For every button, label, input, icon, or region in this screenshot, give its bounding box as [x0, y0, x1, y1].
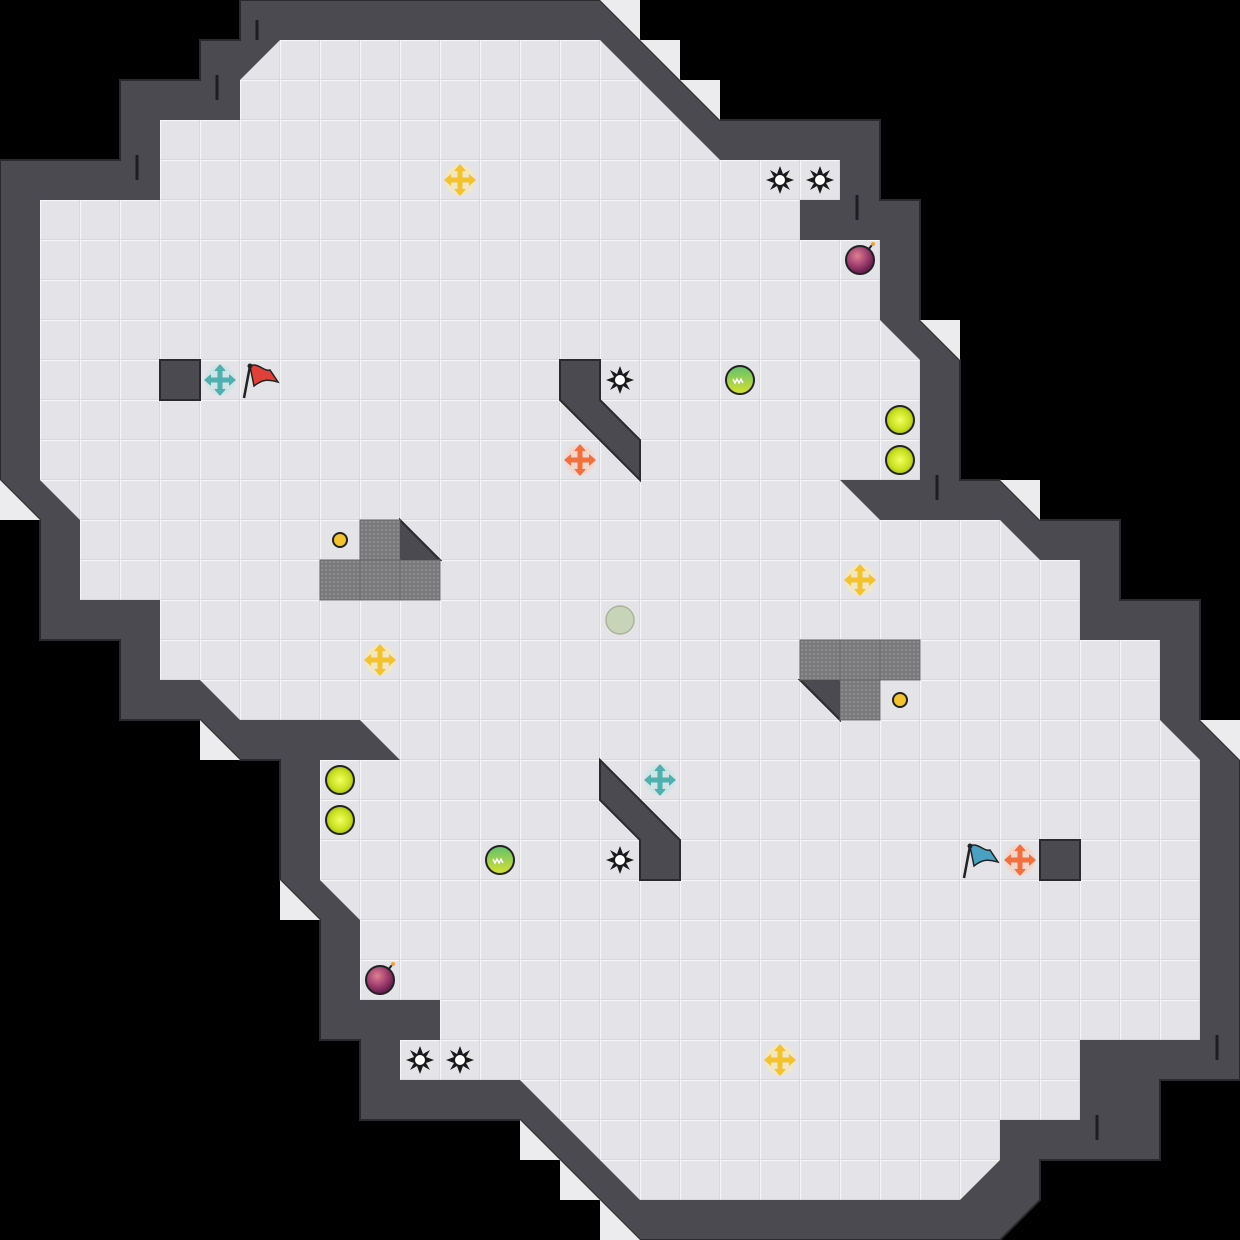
spike-icon [606, 366, 634, 394]
gate-tile [799, 639, 841, 681]
gate-tile [839, 679, 881, 721]
spike-icon [766, 166, 794, 194]
spike-icon [606, 846, 634, 874]
red-boost-icon [564, 444, 596, 476]
center-marker [605, 605, 635, 635]
bomb-icon [845, 242, 875, 275]
powerup-icon [885, 405, 915, 435]
spike-icon [446, 1046, 474, 1074]
powerup-icon [325, 805, 355, 835]
gate-tile [319, 559, 361, 601]
wall-seams [135, 20, 1219, 1140]
neutral-boost-icon [844, 564, 876, 596]
spike-icon [806, 166, 834, 194]
gate-tile [359, 519, 401, 561]
neutral-boost-icon [444, 164, 476, 196]
neutral-boost-icon [764, 1044, 796, 1076]
blue-flag-icon [962, 843, 1000, 879]
bomb-icon [365, 962, 395, 995]
gate-tile [839, 639, 881, 681]
gate-tile [399, 559, 441, 601]
neutral-boost-icon [364, 644, 396, 676]
spike-icon [406, 1046, 434, 1074]
powerup-icon [325, 765, 355, 795]
interior-walls [159, 359, 1081, 881]
gate-tile [359, 559, 401, 601]
portal-icon [485, 845, 515, 875]
gate-button [892, 692, 908, 708]
gate-button [332, 532, 348, 548]
blue-boost-icon [204, 364, 236, 396]
red-boost-icon [1004, 844, 1036, 876]
powerup-icon [885, 445, 915, 475]
gate-group-blue [799, 639, 921, 721]
gate-tile [879, 639, 921, 681]
portal-icon [725, 365, 755, 395]
red-flag-icon [242, 363, 280, 399]
gate-group-red [319, 519, 441, 601]
blue-boost-icon [644, 764, 676, 796]
